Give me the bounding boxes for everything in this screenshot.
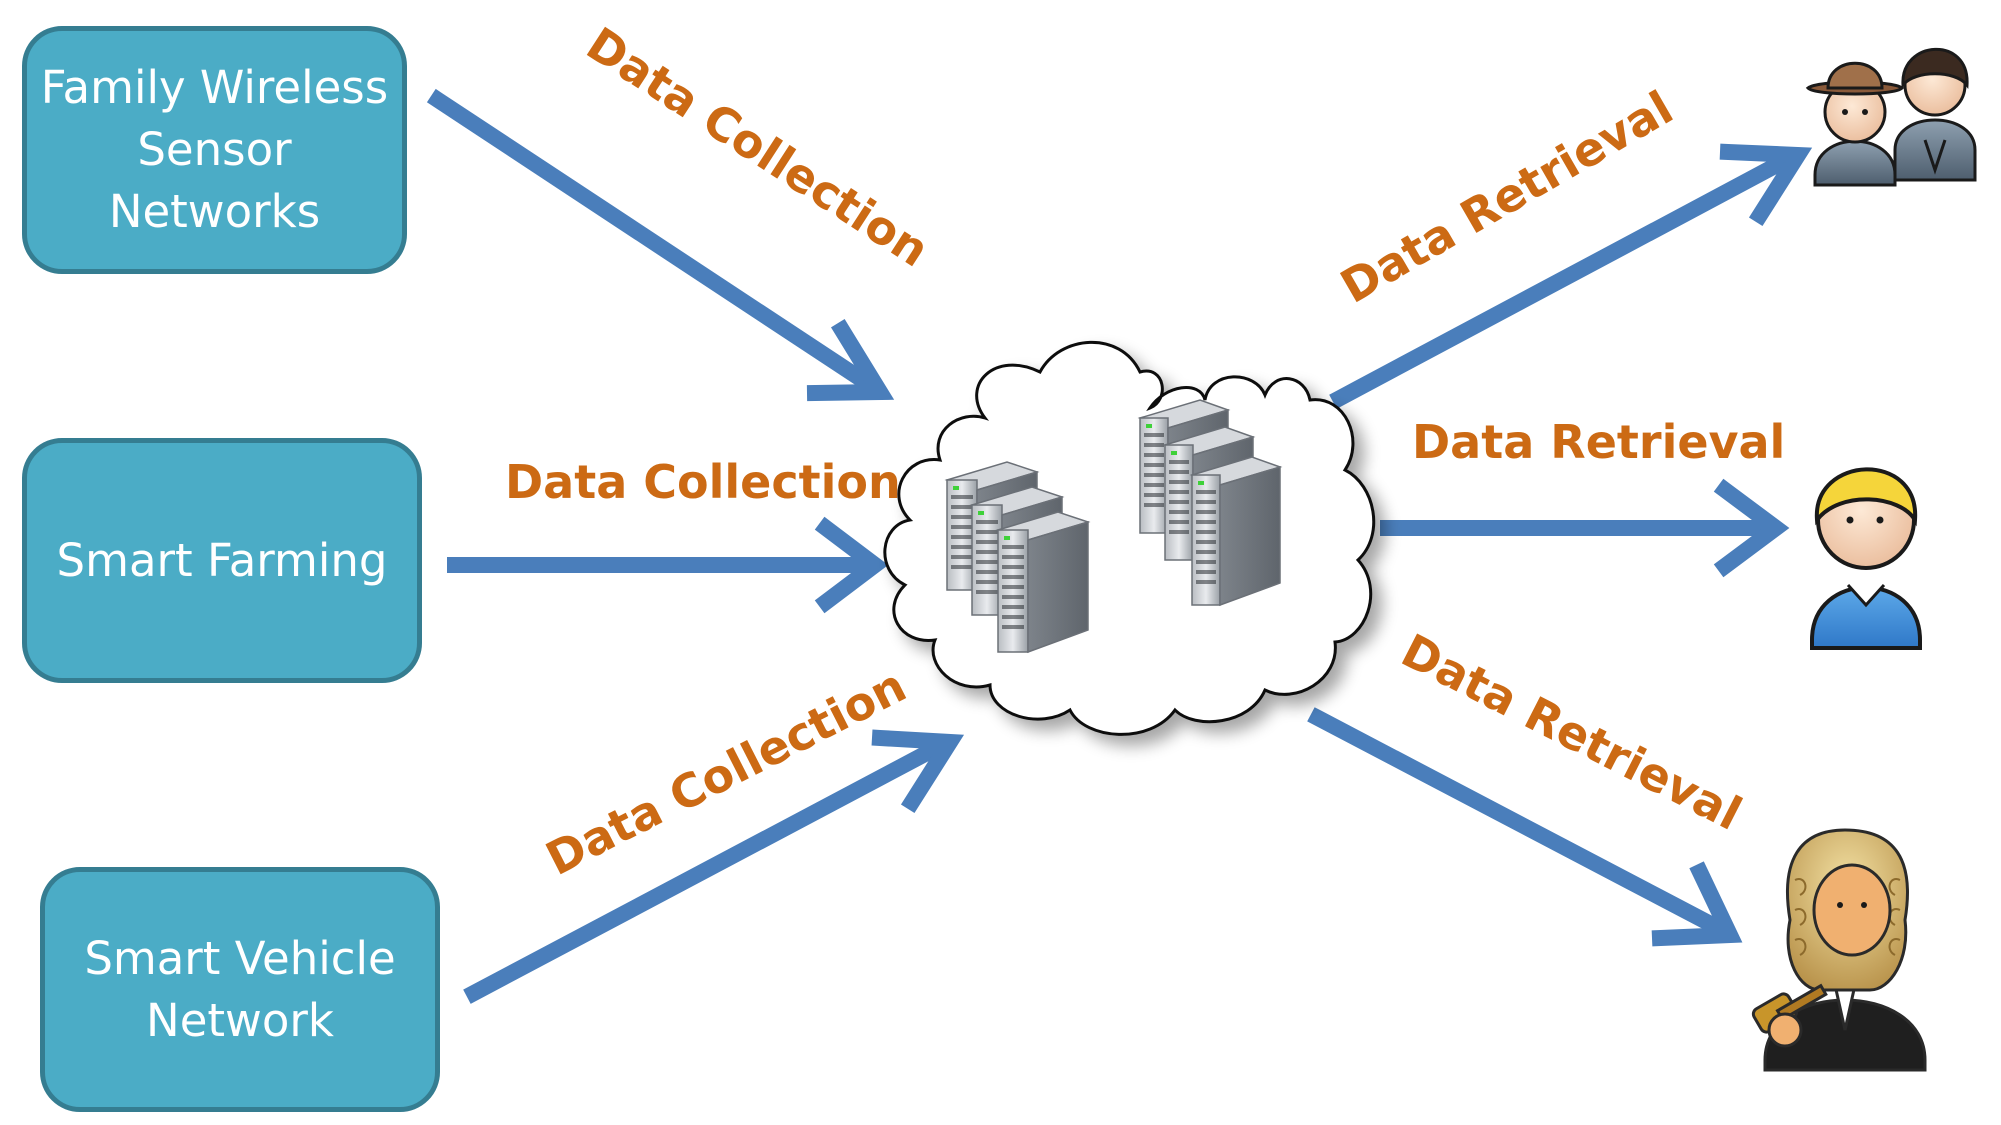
node-label-line: Smart Farming	[56, 533, 388, 587]
retrieval-arrow-1	[1329, 143, 1813, 409]
judge-icon	[1751, 828, 1927, 1072]
node-label-line: Family Wireless	[40, 61, 389, 114]
node-smart-farming: Smart Farming	[22, 438, 422, 683]
edge-label-data-collection: Data Collection	[505, 455, 901, 509]
node-label-line: Network	[146, 993, 334, 1047]
node-label-line: Networks	[108, 185, 321, 238]
server-rack-icon	[944, 461, 1091, 654]
collection-arrow-1	[426, 88, 895, 402]
node-label-line: Sensor	[137, 123, 292, 176]
collection-arrow-3	[463, 729, 965, 1004]
collection-arrow-2	[447, 516, 889, 614]
node-family-wireless-sensor-networks: Family Wireless Sensor Networks	[22, 26, 407, 274]
users-group-icon	[1805, 47, 1977, 187]
edge-label-data-retrieval: Data Retrieval	[1412, 415, 1786, 469]
retrieval-arrow-2	[1380, 478, 1790, 578]
server-rack-icon	[1137, 399, 1283, 607]
user-icon	[1810, 467, 1922, 650]
node-smart-vehicle-network: Smart Vehicle Network	[40, 867, 440, 1112]
node-label-line: Smart Vehicle	[84, 931, 396, 985]
retrieval-arrow-3	[1307, 707, 1743, 947]
